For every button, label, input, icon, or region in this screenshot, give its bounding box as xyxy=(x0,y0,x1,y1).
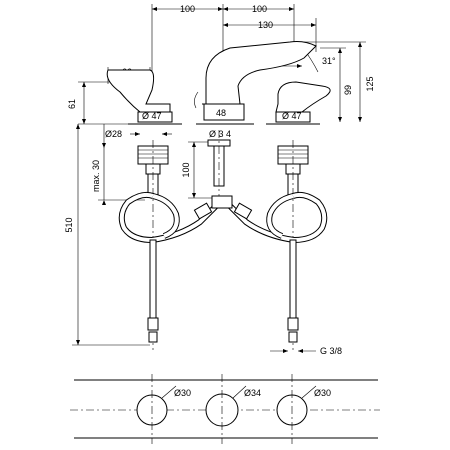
dim-spout-130: 130 xyxy=(258,20,273,30)
dim-hole-30-left: Ø30 xyxy=(174,388,191,398)
hose-loops xyxy=(118,191,328,244)
dim-diam-47-right: Ø 47 xyxy=(282,111,302,121)
left-handle: Ø 47 xyxy=(106,69,182,125)
mounting-plate: Ø30 Ø34 Ø30 xyxy=(70,374,380,444)
spout-shank xyxy=(213,130,225,200)
dim-height-125: 125 xyxy=(365,76,375,91)
left-valve-body xyxy=(137,140,169,350)
dim-spout-base-48: 48 xyxy=(216,108,226,118)
dim-height-510: 510 xyxy=(64,217,74,232)
dim-height-61: 61 xyxy=(67,99,77,109)
supply-pipes: G 3/8 xyxy=(147,239,342,356)
dim-angle-31: 31° xyxy=(322,56,336,66)
dim-hole-30-right: Ø30 xyxy=(314,388,331,398)
dim-height-100: 100 xyxy=(181,162,191,177)
dim-height-99: 99 xyxy=(343,85,353,95)
dim-diam-47-left: Ø 47 xyxy=(142,111,162,121)
right-handle: Ø 47 xyxy=(266,81,331,125)
dim-max-30: max. 30 xyxy=(91,160,101,192)
right-dimension-group: 125 99 xyxy=(300,41,375,122)
center-dimension-group: 100 xyxy=(181,141,214,199)
dim-diam-28: Ø28 xyxy=(105,129,122,139)
dim-hole-34: Ø34 xyxy=(244,388,261,398)
dim-diam-34-top: Ø 3 4 xyxy=(209,129,231,139)
right-valve-body xyxy=(277,140,309,350)
dim-thread-g38: G 3/8 xyxy=(320,346,342,356)
dim-top-right-100: 100 xyxy=(252,4,267,14)
dim-top-left-100: 100 xyxy=(180,4,195,14)
